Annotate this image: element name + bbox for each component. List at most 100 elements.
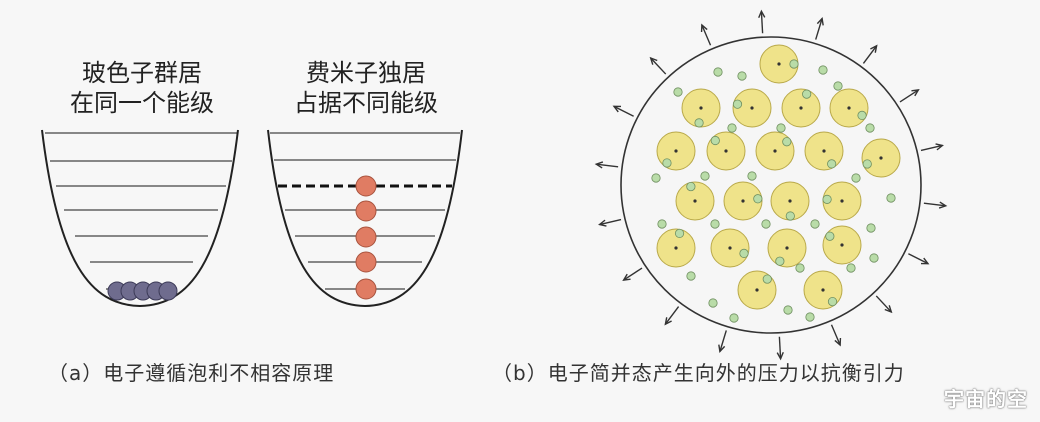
bound-electron: [753, 194, 763, 204]
fermion-label-line1: 费米子独居: [306, 59, 426, 87]
pressure-arrow: [700, 23, 712, 46]
boson-particles: [107, 281, 178, 301]
free-electron: [886, 193, 896, 203]
degenerate-star: [594, 9, 948, 361]
free-electron: [846, 263, 856, 273]
caption-b: （b）电子简并态产生向外的压力以抗衡引力: [492, 361, 905, 385]
bound-electron: [762, 274, 772, 284]
nucleus: [710, 228, 750, 268]
pressure-arrow: [830, 324, 842, 347]
free-electron: [805, 312, 815, 322]
nucleus: [737, 270, 777, 310]
pressure-arrow: [664, 306, 680, 326]
nucleus: [770, 181, 810, 221]
boson-energy-levels: [45, 132, 237, 290]
free-electron: [651, 173, 661, 183]
bound-electron: [827, 296, 838, 307]
free-electron: [810, 219, 820, 229]
free-electron: [865, 123, 875, 133]
free-electron: [818, 65, 828, 75]
fermion-particle: [355, 226, 377, 248]
bound-electron: [686, 181, 696, 192]
bound-electron: [857, 110, 867, 121]
free-electron: [747, 171, 757, 181]
bound-electron: [802, 89, 812, 99]
nucleus: [723, 181, 763, 221]
bound-electron: [694, 118, 704, 128]
boson-label-line1: 玻色子群居: [82, 59, 202, 87]
pressure-arrow: [815, 16, 824, 40]
pressure-arrow: [923, 201, 948, 209]
pressure-arrow: [598, 218, 622, 227]
nucleus: [656, 131, 696, 171]
outward-pressure-arrows: [594, 9, 948, 361]
nucleus: [804, 131, 844, 171]
nucleus: [781, 88, 821, 128]
pressure-arrow: [862, 44, 878, 64]
nucleus: [732, 88, 772, 128]
free-electron: [700, 171, 710, 181]
nucleus: [759, 44, 799, 84]
free-electron: [761, 219, 771, 229]
bound-electron: [862, 159, 872, 169]
fermion-particle: [355, 251, 377, 273]
bound-electron: [822, 194, 832, 204]
pressure-arrow: [875, 295, 893, 314]
bound-electron: [789, 59, 799, 69]
free-electron: [727, 123, 737, 133]
bound-electron: [775, 256, 785, 266]
free-electron: [708, 298, 718, 308]
free-electron: [729, 313, 739, 323]
bound-electron: [739, 248, 749, 258]
nucleus: [681, 88, 721, 128]
bound-electron: [662, 158, 672, 168]
nucleus: [675, 181, 715, 221]
bound-electron: [782, 137, 792, 147]
nucleus: [767, 228, 807, 268]
boson-potential-well: [41, 129, 239, 308]
nucleus: [656, 228, 696, 268]
free-electron: [710, 219, 720, 229]
pressure-arrow: [908, 253, 930, 265]
free-electron: [686, 271, 696, 281]
free-electrons: [651, 65, 896, 323]
pressure-arrow: [899, 89, 920, 103]
fermion-particle: [355, 200, 377, 222]
nucleus: [829, 88, 869, 128]
free-electron: [866, 223, 876, 233]
pressure-arrow: [920, 143, 944, 152]
fermion-particle: [355, 278, 377, 300]
pressure-arrow: [649, 56, 667, 75]
fermion-label-line2: 占据不同能级: [294, 89, 438, 117]
pressure-arrow: [622, 267, 643, 281]
bound-electron: [674, 228, 685, 239]
free-electron: [783, 305, 793, 315]
bound-electron: [732, 99, 743, 109]
boson-particle: [158, 281, 178, 301]
free-electron: [737, 71, 747, 81]
pressure-arrow: [612, 105, 634, 117]
bound-electron: [825, 231, 835, 241]
nucleus: [822, 181, 862, 221]
bound-electron: [710, 135, 720, 146]
bound-electron: [827, 159, 837, 169]
boson-label-line2: 在同一个能级: [70, 89, 214, 117]
free-electron: [657, 219, 667, 229]
nucleus: [861, 138, 901, 178]
boson-well-curve: [41, 129, 239, 308]
free-electron: [869, 253, 879, 263]
nucleus: [706, 131, 746, 171]
nuclei: [656, 44, 901, 310]
fermion-particle: [355, 175, 377, 197]
fermion-particles: [355, 175, 377, 300]
pressure-arrow: [776, 336, 784, 361]
pressure-arrow: [718, 330, 727, 354]
free-electron: [713, 67, 723, 77]
free-electron: [851, 173, 861, 183]
watermark: 宇宙的空: [944, 387, 1028, 411]
pressure-arrow: [758, 9, 766, 34]
nucleus: [822, 225, 862, 265]
free-electron: [673, 87, 683, 97]
free-electron: [795, 263, 805, 273]
